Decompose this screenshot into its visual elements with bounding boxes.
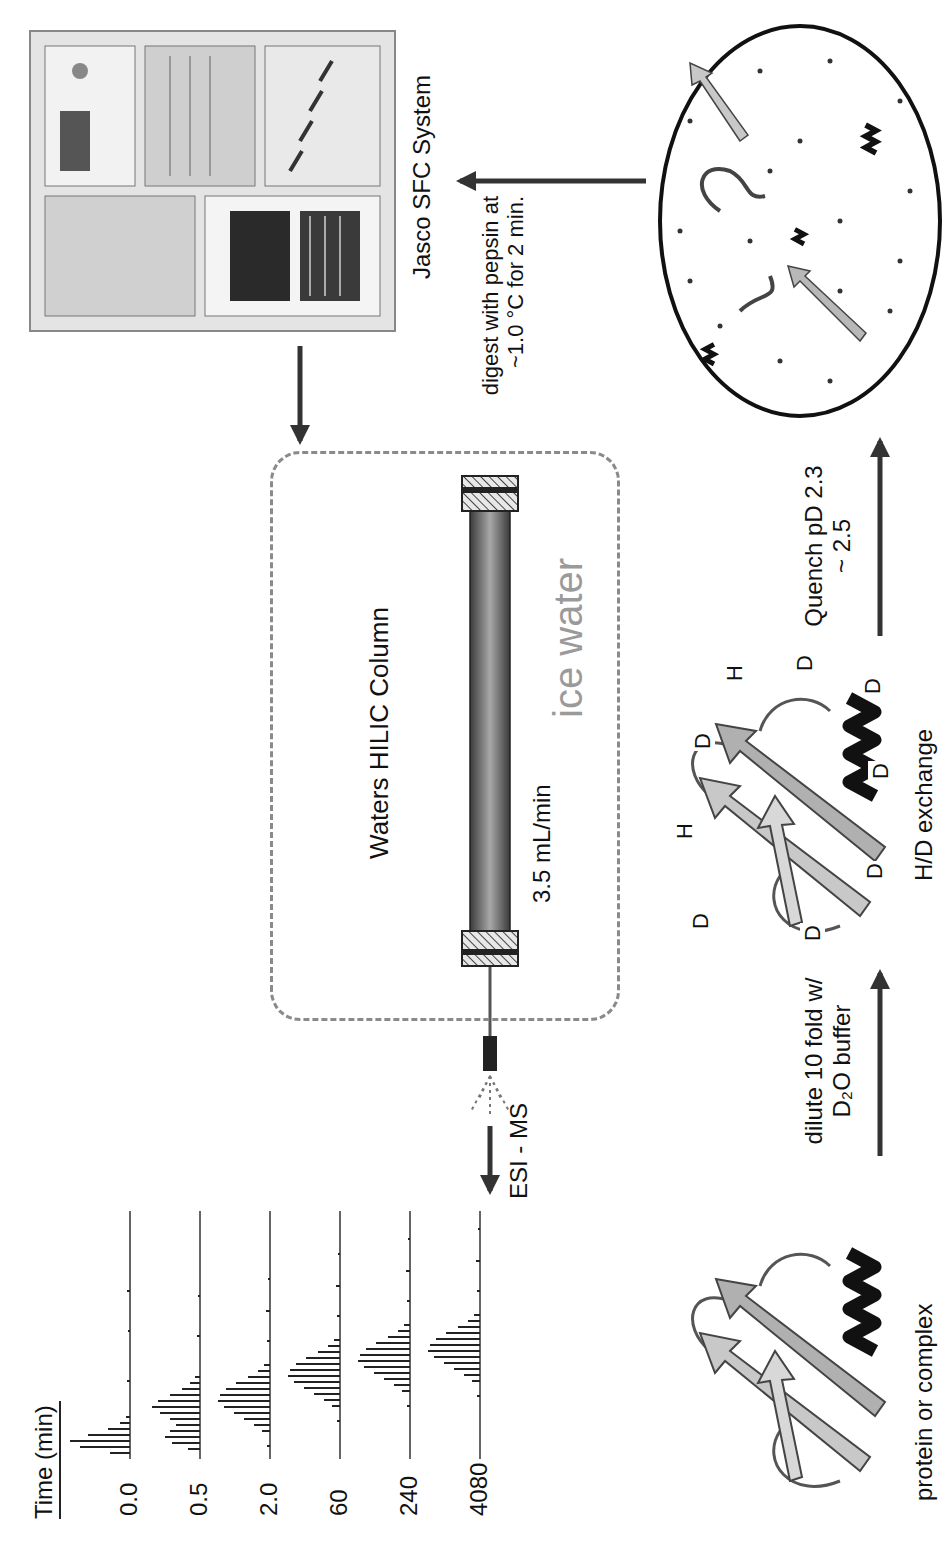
- mass-spectrum: [70, 1291, 130, 1453]
- flow-arrow: [878, 973, 883, 1156]
- exchange-mark: D: [862, 861, 887, 881]
- text-slot: D: [690, 731, 715, 751]
- exchange-mark: D: [690, 731, 715, 751]
- text-slot: Quench pD 2.3 ~ 2.5: [800, 456, 855, 636]
- column-fitting: [462, 931, 518, 966]
- text-slot: 3.5 mL/min: [528, 784, 556, 903]
- axis-title: Time (min): [30, 1405, 60, 1519]
- text-slot: digest with pepsin at ~1.0 °C for 2 min.: [478, 196, 529, 441]
- text-slot: dilute 10 fold w/ D₂O buffer: [800, 966, 855, 1156]
- exchange-mark: D: [792, 653, 817, 673]
- step-label: digest with pepsin at ~1.0 °C for 2 min.: [478, 196, 529, 441]
- instrument-photo: [30, 31, 395, 331]
- bath-label: ice water: [545, 558, 591, 718]
- ice-bath-box: Waters HILIC Column 3.5 mL/min ice water: [270, 451, 620, 1021]
- step-label: ESI - MS: [505, 1103, 533, 1199]
- step-label: dilute 10 fold w/ D₂O buffer: [800, 966, 855, 1156]
- esi-emitter: [483, 1036, 497, 1071]
- figure-label: protein or complex: [910, 1304, 938, 1501]
- text-slot: H: [672, 821, 697, 841]
- flow-arrow: [298, 346, 303, 441]
- protein-ribbon: [693, 1253, 885, 1486]
- mass-spectrum: [358, 1239, 410, 1406]
- text-slot: D: [800, 923, 825, 943]
- text-slot: D: [860, 676, 885, 696]
- time-value: 0.5: [185, 1483, 213, 1516]
- hilic-column: [470, 511, 510, 931]
- mass-spectrum: [288, 1254, 340, 1421]
- step-label: Quench pD 2.3 ~ 2.5: [800, 456, 855, 636]
- flow-arrow: [488, 1126, 493, 1191]
- figure-label: H/D exchange: [910, 729, 938, 881]
- text-slot: ESI - MS: [505, 1103, 533, 1199]
- text-slot: D: [862, 861, 887, 881]
- text-slot: ice water: [545, 558, 591, 718]
- text-slot: 0.5: [185, 1483, 213, 1516]
- header-underline: [59, 1401, 61, 1519]
- text-slot: D: [868, 761, 893, 781]
- tubing: [489, 963, 492, 1036]
- text-slot: protein or complex: [910, 1304, 938, 1501]
- instrument-label: Jasco SFC System: [408, 75, 436, 279]
- flow-arrow: [878, 441, 883, 636]
- time-value: 240: [395, 1476, 423, 1516]
- exchange-mark: D: [800, 923, 825, 943]
- mass-spectrum: [218, 1279, 270, 1446]
- exchange-mark: D: [860, 676, 885, 696]
- flow-rate: 3.5 mL/min: [528, 784, 556, 903]
- column-fitting: [462, 476, 518, 511]
- fitting-band: [462, 487, 518, 493]
- exchange-mark: H: [722, 663, 747, 683]
- text-slot: H: [722, 663, 747, 683]
- exchange-mark: D: [688, 911, 713, 931]
- text-slot: 60: [325, 1489, 353, 1516]
- text-slot: D: [792, 653, 817, 673]
- protein-ribbon: [693, 698, 885, 931]
- text-slot: 4080: [465, 1463, 493, 1516]
- text-slot: H/D exchange: [910, 729, 938, 881]
- text-slot: 2.0: [255, 1483, 283, 1516]
- time-value: 0.0: [115, 1483, 143, 1516]
- text-slot: Waters HILIC Column: [365, 598, 395, 868]
- mass-spectrum: [428, 1229, 480, 1396]
- text-slot: Time (min): [30, 1405, 60, 1519]
- fitting-band: [462, 949, 518, 955]
- spray-plume: [470, 1076, 510, 1115]
- exchange-mark: H: [672, 821, 697, 841]
- time-value: 2.0: [255, 1483, 283, 1516]
- time-value: 4080: [465, 1463, 493, 1516]
- text-slot: 240: [395, 1476, 423, 1516]
- digest-circle: [660, 26, 940, 416]
- time-value: 60: [325, 1489, 353, 1516]
- column-name: Waters HILIC Column: [365, 598, 395, 868]
- flow-arrow: [460, 179, 646, 184]
- text-slot: D: [688, 911, 713, 931]
- mass-spectrum: [152, 1296, 200, 1449]
- text-slot: Jasco SFC System: [408, 75, 436, 279]
- spectrum-baseline: [130, 1211, 480, 1459]
- exchange-mark: D: [868, 761, 893, 781]
- text-slot: 0.0: [115, 1483, 143, 1516]
